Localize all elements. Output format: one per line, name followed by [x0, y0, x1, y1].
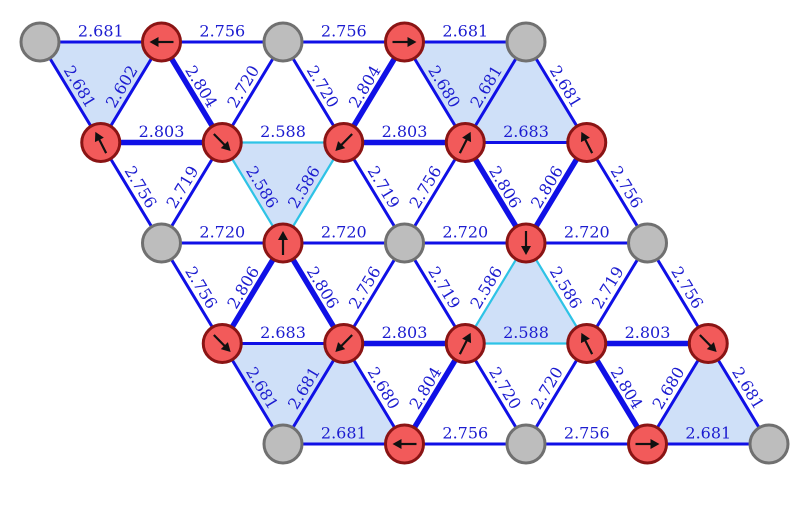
site-a2-nonmagnetic	[262, 21, 304, 63]
spin-arrowhead-b3	[462, 131, 472, 143]
bond-label-c1-c2: 2.720	[321, 223, 367, 242]
spin-arrowhead-b4	[580, 131, 590, 143]
spin-arrowhead-c3	[521, 246, 531, 255]
bond-label-a2-a3: 2.756	[321, 22, 367, 41]
site-c0-nonmagnetic	[141, 222, 182, 264]
spin-arrowhead-b1	[220, 141, 231, 152]
site-e0-nonmagnetic	[262, 423, 304, 465]
bond-label-b1-b2: 2.588	[260, 122, 306, 141]
spin-arrow-d4	[699, 334, 712, 348]
bond-label-d1-d2: 2.803	[382, 323, 428, 342]
site-e4-nonmagnetic	[748, 423, 790, 465]
sites-layer	[19, 21, 790, 465]
site-d4-magnetic	[687, 323, 729, 364]
spin-arrow-b3	[458, 138, 469, 154]
shaded-triangles-layer	[40, 42, 769, 444]
spin-arrowhead-d2	[462, 332, 472, 344]
site-c2-nonmagnetic	[384, 222, 425, 264]
spin-arrow-b1	[213, 133, 226, 147]
site-b0-magnetic	[80, 122, 122, 163]
site-d2-magnetic	[444, 323, 486, 364]
spin-arrow-d1	[340, 334, 353, 348]
spin-arrowhead-e1	[392, 439, 402, 449]
bond-label-d3-d4: 2.803	[625, 323, 671, 342]
spin-arrowhead-e3	[650, 439, 660, 449]
site-c4-nonmagnetic	[627, 222, 668, 264]
shaded-triangle-2	[465, 42, 587, 143]
shaded-triangle-5	[222, 343, 344, 444]
bond-label-e1-e2: 2.756	[442, 424, 488, 443]
spin-arrow-b2	[340, 133, 353, 147]
site-e1-magnetic	[384, 423, 425, 465]
site-d0-magnetic	[201, 323, 243, 364]
spin-arrow-d2	[458, 339, 469, 355]
shaded-triangle-6	[283, 343, 405, 444]
site-b1-magnetic	[201, 122, 243, 163]
bond-label-a3-a4: 2.681	[442, 22, 488, 41]
bond-label-e0-e1: 2.681	[321, 424, 367, 443]
shaded-triangle-0	[40, 42, 162, 143]
spin-arrow-b0	[97, 138, 108, 154]
spin-arrow-d0	[213, 334, 226, 348]
spin-arrow-b4	[583, 138, 594, 154]
site-d1-magnetic	[323, 323, 365, 364]
bond-label-a0-a1: 2.681	[78, 22, 124, 41]
spin-arrowhead-d0	[220, 342, 231, 353]
bond-label-c2-c3: 2.720	[442, 223, 488, 242]
bond-label-d2-d3: 2.588	[503, 323, 549, 342]
shaded-triangle-3	[222, 142, 344, 243]
site-a3-magnetic	[384, 21, 425, 63]
bond-label-a1-a2: 2.756	[199, 22, 245, 41]
bond-label-e3-e4: 2.681	[685, 424, 731, 443]
site-c3-magnetic	[505, 222, 547, 264]
bond-label-e2-e3: 2.756	[564, 424, 610, 443]
site-b4-magnetic	[566, 122, 608, 163]
site-a0-nonmagnetic	[19, 21, 61, 63]
site-d3-magnetic	[566, 323, 608, 364]
bond-label-b2-b3: 2.803	[382, 122, 428, 141]
spin-arrow-d3	[583, 339, 594, 355]
spin-arrowhead-b2	[335, 141, 346, 152]
spin-arrowhead-a3	[407, 37, 417, 47]
shaded-triangle-1	[404, 42, 526, 143]
bond-label-c3-c4: 2.720	[564, 223, 610, 242]
site-e2-nonmagnetic	[505, 423, 547, 465]
spin-arrowhead-d4	[706, 342, 717, 353]
bond-label-d0-d1: 2.683	[260, 323, 306, 342]
spin-arrowhead-b0	[94, 131, 104, 143]
spin-arrowhead-c1	[278, 231, 288, 240]
site-a1-magnetic	[141, 21, 182, 63]
shaded-triangle-7	[647, 343, 769, 444]
site-e3-magnetic	[627, 423, 668, 465]
bond-label-b3-b4: 2.683	[503, 122, 549, 141]
shaded-triangle-4	[465, 243, 587, 344]
bond-label-c0-c1: 2.720	[199, 223, 245, 242]
spin-arrowhead-d3	[580, 332, 590, 344]
bond-label-b0-b1: 2.803	[139, 122, 185, 141]
spin-arrowhead-d1	[335, 342, 346, 353]
site-c1-magnetic	[262, 222, 304, 264]
site-b2-magnetic	[323, 122, 365, 163]
spin-arrowhead-a1	[149, 37, 159, 47]
site-a4-nonmagnetic	[505, 21, 547, 63]
site-b3-magnetic	[444, 122, 486, 163]
